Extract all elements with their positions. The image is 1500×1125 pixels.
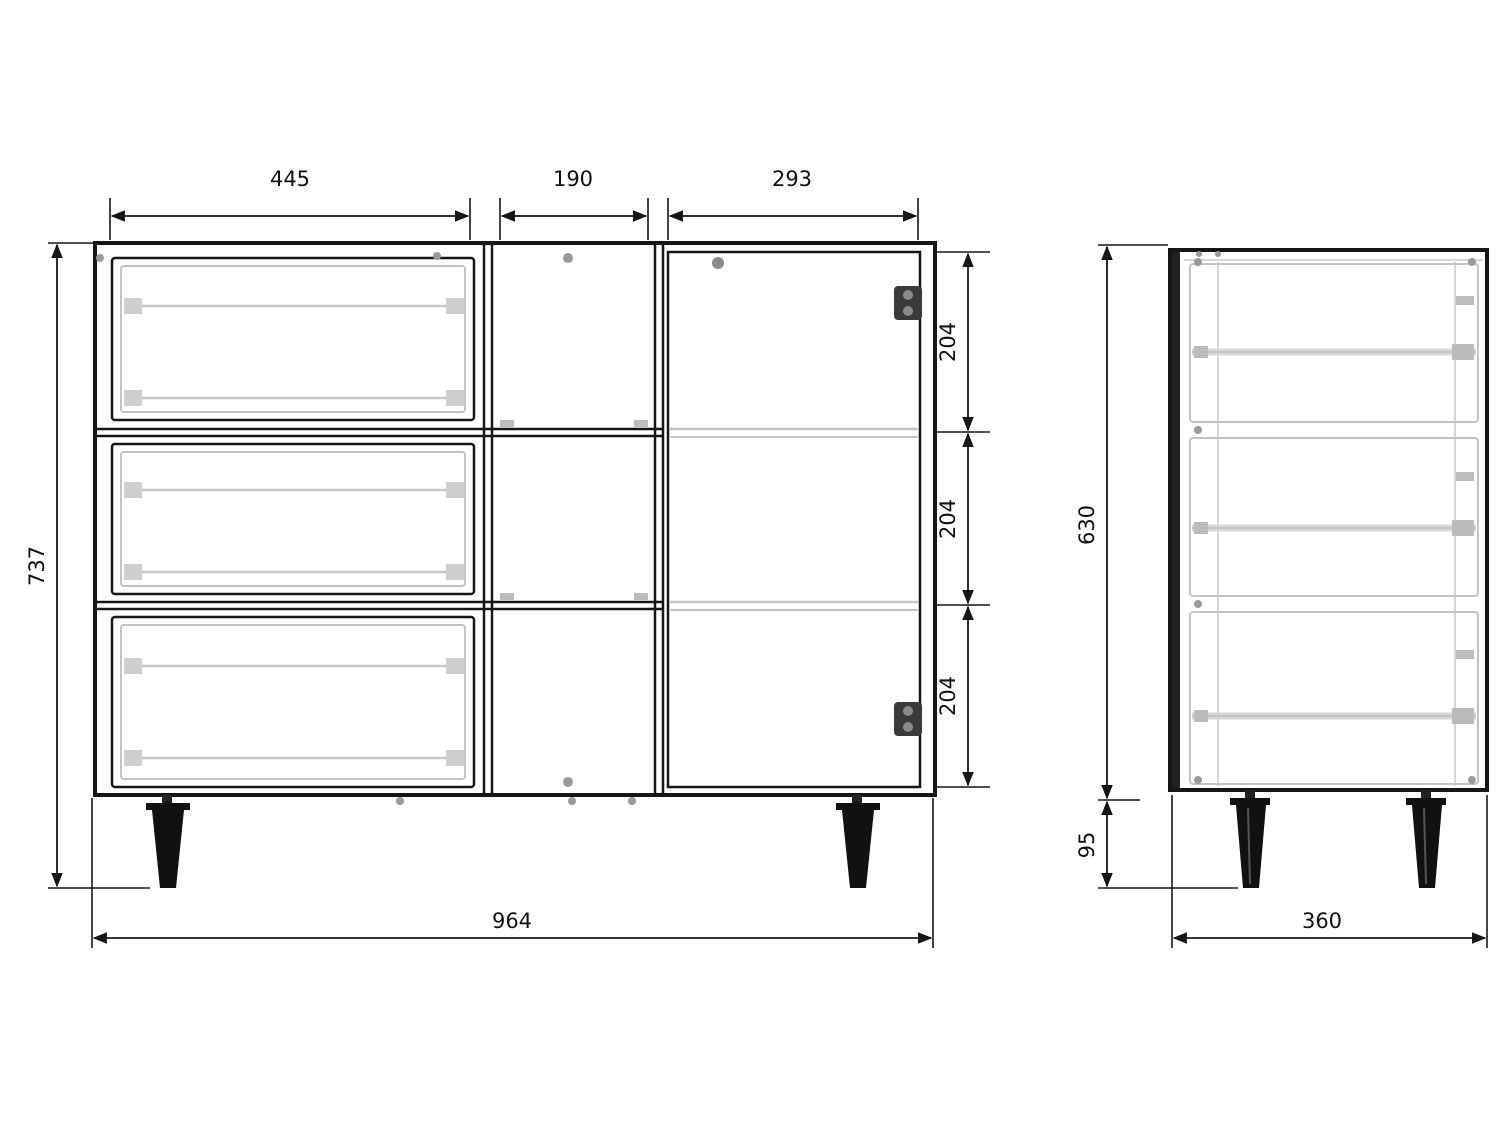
slide-bracket [446,390,464,406]
slide-bracket [446,564,464,580]
slide-bracket [446,482,464,498]
side-drawer-middle [1189,437,1479,597]
dim-front-right-1: 204 [936,322,960,362]
side-drawer-bottom [1189,611,1479,785]
front-right-dimensions: 204 204 204 [936,251,990,788]
front-leg-left [146,795,190,888]
slide-bracket [124,564,142,580]
side-front-edge [1172,252,1180,788]
side-left-dimensions: 630 95 [1075,244,1238,889]
front-leg-right [836,795,880,888]
slide-bracket [446,298,464,314]
dim-front-height: 737 [25,546,49,586]
side-fittings [1194,251,1476,784]
door-fitting [712,257,724,269]
front-top-dimensions: 445 190 293 [109,167,919,240]
side-cabinet-body [1168,248,1489,792]
side-leg-front [1230,790,1270,888]
front-cabinet-body [93,241,937,797]
slide-bracket [446,750,464,766]
front-left-dimension: 737 [25,242,150,889]
front-door [666,250,922,789]
slide-bracket [124,750,142,766]
side-leg-back [1406,790,1446,888]
dim-side-leg: 95 [1075,832,1099,859]
dim-front-top-left: 445 [270,167,310,191]
side-bottom-dimension: 360 [1171,795,1488,948]
dim-front-top-middle: 190 [553,167,593,191]
front-base-screws [96,252,636,805]
front-drawer-middle [110,442,476,596]
side-view: 630 95 360 [1075,244,1489,948]
front-view: 445 190 293 [25,167,990,948]
slide-bracket [124,658,142,674]
door-hinge-top [894,286,922,320]
dim-front-right-3: 204 [936,676,960,716]
slide-bracket [446,658,464,674]
side-drawer-top [1189,263,1479,423]
dim-side-height: 630 [1075,505,1099,545]
slide-bracket [124,298,142,314]
dim-side-depth: 360 [1302,909,1342,933]
dim-front-right-2: 204 [936,499,960,539]
door-hinge-bottom [894,702,922,736]
front-drawer-top [110,256,476,422]
dim-front-top-right: 293 [772,167,812,191]
front-drawer-bottom [110,615,476,789]
front-middle-shelves [500,253,648,787]
slide-bracket [124,390,142,406]
dim-front-width: 964 [492,909,532,933]
slide-bracket [124,482,142,498]
front-bottom-dimension: 964 [91,798,934,948]
